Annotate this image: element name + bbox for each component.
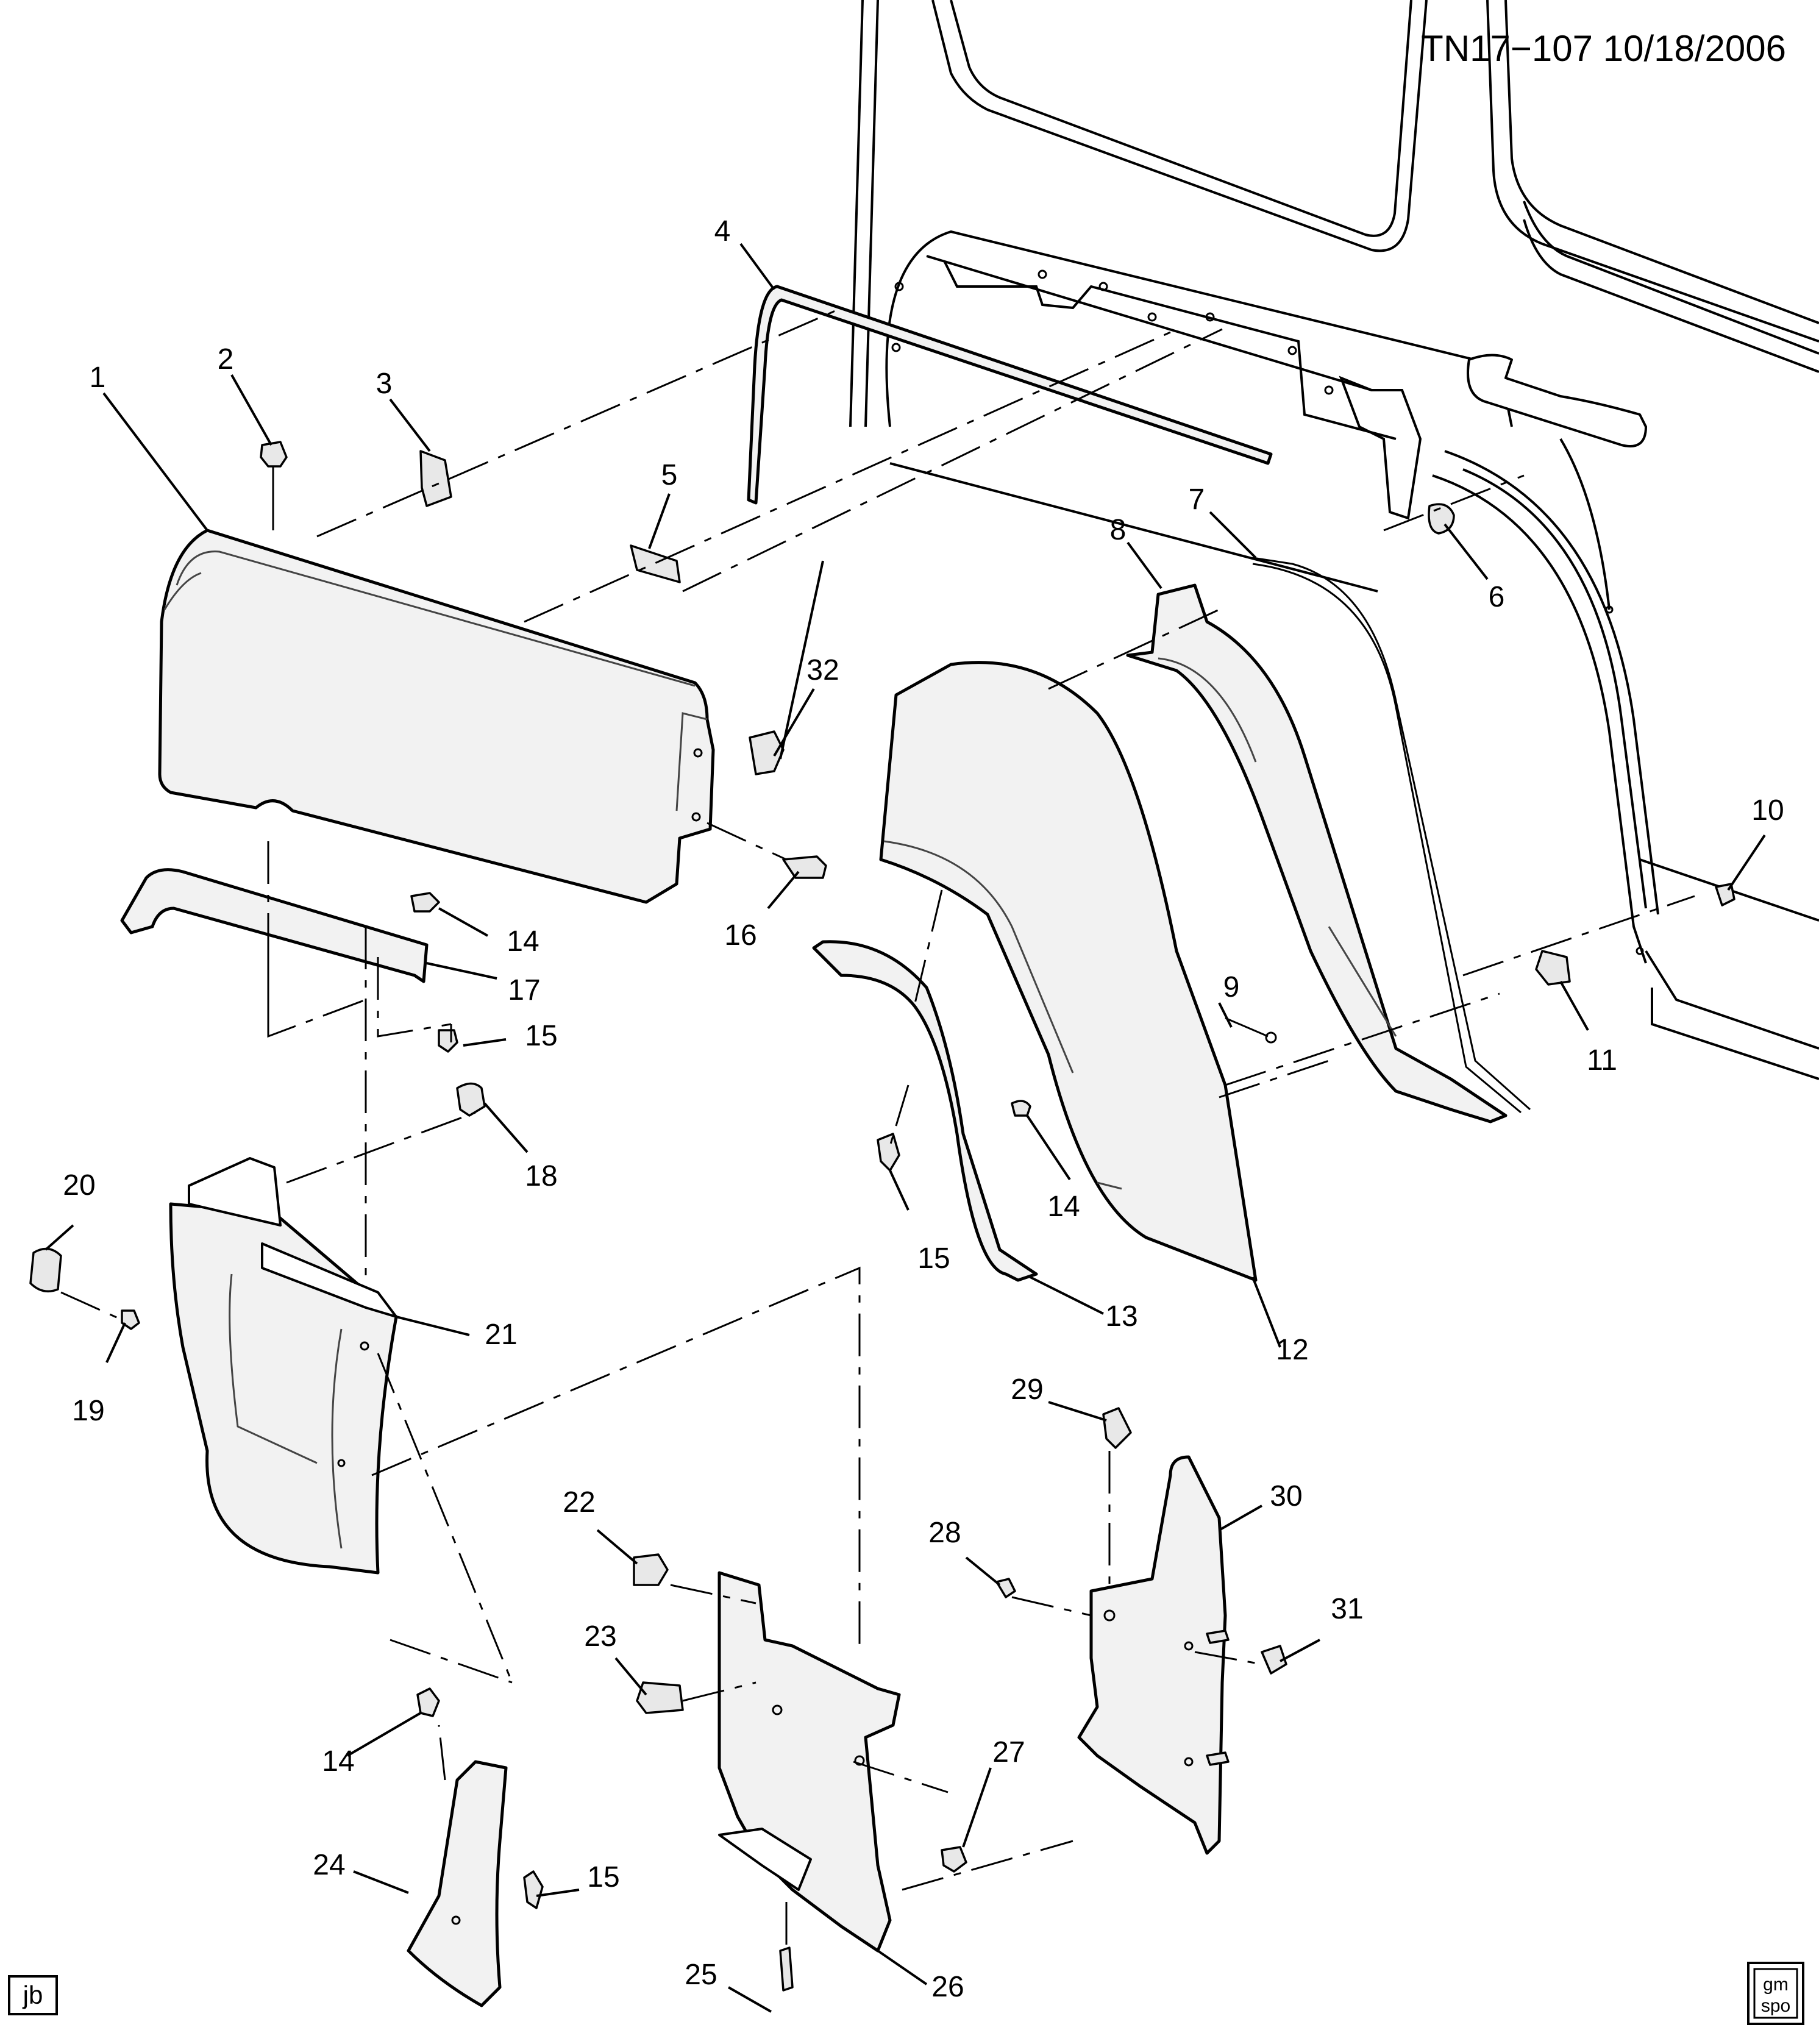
callout-32: 32	[806, 654, 839, 686]
callout-5: 5	[661, 459, 678, 491]
callout-15-rear: 15	[917, 1242, 950, 1275]
callout-28: 28	[928, 1517, 961, 1549]
callout-27: 27	[992, 1736, 1025, 1768]
callout-11: 11	[1587, 1044, 1617, 1077]
leader-lines	[44, 243, 1766, 2013]
footer-tag: jb	[8, 1975, 58, 2015]
part-1-fender-flare	[158, 529, 715, 904]
callout-17: 17	[508, 974, 540, 1006]
part-7-seal	[1252, 557, 1531, 1111]
footer-tag-text: jb	[22, 1981, 43, 2009]
diagram-code: TN17−107 10/18/2006	[1421, 28, 1786, 69]
callout-14-lower: 14	[322, 1745, 354, 1778]
callout-15-lower: 15	[587, 1861, 619, 1893]
callout-3: 3	[376, 368, 393, 400]
callout-30: 30	[1270, 1480, 1302, 1512]
callout-4: 4	[714, 215, 731, 247]
part-8-liner	[1126, 583, 1508, 1123]
alignment-lines	[60, 310, 1695, 1945]
part-13-trim	[812, 940, 1038, 1282]
callout-13: 13	[1105, 1300, 1137, 1333]
logo-top: gm	[1763, 1975, 1789, 1995]
callout-23: 23	[584, 1620, 616, 1653]
logo-bottom: spo	[1761, 1996, 1790, 2016]
part-17-trim	[120, 868, 429, 983]
callout-labels: 1 2 3 4 5 6 7 8 9 10 11 12 13 14 14 14 1…	[63, 215, 1784, 2003]
part-12-rear-flare	[879, 661, 1258, 1282]
callout-22: 22	[563, 1486, 595, 1519]
callout-14-upper: 14	[507, 925, 539, 958]
callout-31: 31	[1331, 1593, 1363, 1625]
callout-20: 20	[63, 1169, 95, 1202]
callout-2: 2	[218, 343, 234, 376]
callout-15-upper: 15	[525, 1020, 557, 1052]
callout-6: 6	[1489, 581, 1505, 613]
part-4-molding	[747, 285, 1273, 505]
callout-14-rear: 14	[1047, 1191, 1080, 1223]
callout-1: 1	[90, 361, 106, 394]
part-24-flap	[407, 1760, 508, 2007]
part-26-bracket	[717, 1571, 901, 1953]
callout-29: 29	[1011, 1373, 1043, 1406]
callout-26: 26	[931, 1971, 964, 2003]
callout-7: 7	[1189, 483, 1205, 516]
callout-12: 12	[1276, 1334, 1308, 1366]
gm-spo-logo: gm spo	[1747, 1962, 1804, 2025]
callout-10: 10	[1751, 794, 1784, 827]
callout-19: 19	[72, 1395, 104, 1427]
callout-16: 16	[724, 919, 756, 952]
callout-21: 21	[485, 1319, 517, 1351]
callout-24: 24	[313, 1849, 345, 1881]
callout-25: 25	[685, 1959, 717, 1991]
callout-8: 8	[1110, 514, 1127, 546]
callout-9: 9	[1223, 971, 1240, 1003]
part-30-bracket	[1077, 1455, 1227, 1855]
callout-18: 18	[525, 1160, 557, 1192]
